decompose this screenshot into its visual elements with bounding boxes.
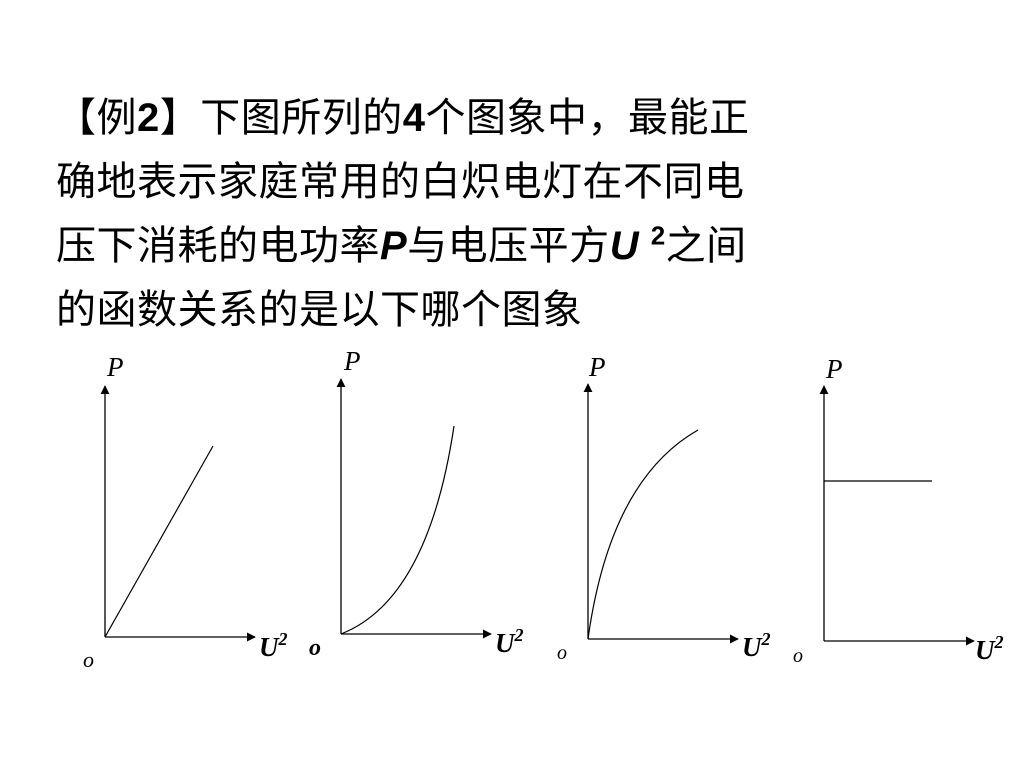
question-line-4: 的函数关系的是以下哪个图象 xyxy=(56,287,583,333)
graph-1-x-label: U2 xyxy=(259,629,288,662)
graph-2: P o U2 xyxy=(309,346,524,661)
question-line-3: 压下消耗的电功率P与电压平方U 2之间 xyxy=(56,214,956,278)
example-number: 2 xyxy=(137,96,160,140)
graph-4-x-label: U2 xyxy=(975,632,1004,665)
question-line-1-tail: 个图象中，最能正 xyxy=(425,95,750,141)
graph-2-origin-label: o xyxy=(309,635,321,661)
graph-1-origin-label: o xyxy=(83,647,94,672)
graph-2-y-label: P xyxy=(343,346,361,376)
graph-2-x-label: U2 xyxy=(495,625,524,658)
question-line-3-mid: 与电压平方 xyxy=(407,223,610,269)
graph-2-curve xyxy=(340,425,455,635)
graph-3: P o U2 xyxy=(557,352,771,664)
graph-1-y-label: P xyxy=(106,352,124,382)
graph-3-origin-label: o xyxy=(557,642,567,664)
question-line-2: 确地表示家庭常用的白炽电灯在不同电 xyxy=(56,159,745,205)
question-text: 【例2】下图所列的4个图象中，最能正 确地表示家庭常用的白炽电灯在不同电 压下消… xyxy=(56,86,956,342)
graph-3-y-label: P xyxy=(588,352,606,382)
graph-4: P o U2 xyxy=(793,354,1004,667)
graph-1: P o U2 xyxy=(83,352,288,672)
question-line-1: 【例2】下图所列的4个图象中，最能正 xyxy=(56,86,956,150)
voltage-exponent: 2 xyxy=(650,220,666,251)
question-line-1-text: 】下图所列的 xyxy=(159,95,403,141)
graph-4-origin-label: o xyxy=(793,645,803,667)
graph-1-curve xyxy=(104,445,214,638)
graph-3-x-label: U2 xyxy=(742,629,771,662)
graph-count: 4 xyxy=(402,96,426,140)
question-line-3-tail: 之间 xyxy=(665,223,747,269)
question-bracket-open: 【例 xyxy=(56,95,137,141)
power-symbol: P xyxy=(380,224,408,268)
question-line-3-text: 压下消耗的电功率 xyxy=(56,223,380,269)
graph-3-curve xyxy=(587,429,699,640)
voltage-symbol: U xyxy=(609,224,651,268)
graph-4-y-label: P xyxy=(825,354,843,384)
